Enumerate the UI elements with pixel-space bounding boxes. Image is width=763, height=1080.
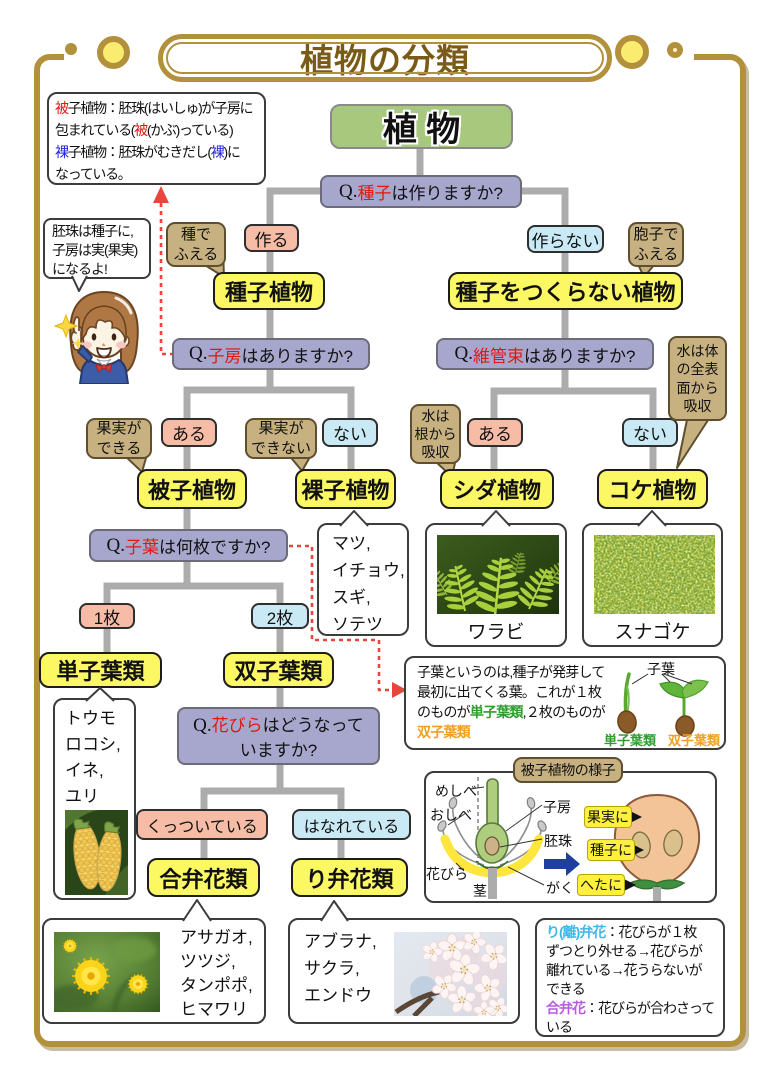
seedling-illustration — [617, 672, 709, 737]
branch-label-makes: 作る — [244, 224, 299, 252]
list-gymnosperm-examples: マツ, イチョウ, スギ, ソテツ — [317, 523, 409, 636]
seedling-dicot-label: 双子葉類 — [668, 733, 721, 748]
list-choripetalous-examples: アブラナ, サクラ, エンドウ — [304, 932, 377, 1005]
seedling-monocot-label: 単子葉類 — [604, 733, 657, 748]
moss-photo — [594, 535, 715, 614]
corn-photo — [65, 810, 128, 895]
deco-circle-big-left — [97, 36, 130, 69]
photo-card-fern: ワラビ — [425, 523, 567, 647]
deco-circle-big-right — [615, 35, 649, 69]
label-calyx: がく — [546, 880, 574, 896]
node-dicots: 双子葉類 — [223, 652, 334, 688]
question-petal-arrangement: Q.花びらはどうなって いますか? — [177, 707, 380, 765]
list-sympetalous-examples: アサガオ, ツツジ, タンポポ, ヒマワリ — [180, 928, 253, 1019]
note-petal-types: り(離)弁花：花びらが１枚 ずつとり外せる→花びらが 離れている→花うらないが … — [535, 918, 725, 1037]
branch-label-nai-right: ない — [622, 418, 678, 447]
node-choripetalous: り弁花類 — [291, 858, 408, 897]
label-stamen: おしべ — [430, 807, 472, 823]
title-banner-inner-border — [166, 42, 604, 74]
branch-label-does-not-make: 作らない — [527, 225, 604, 253]
speech-bubble-ovule: 胚珠は種子に, 子房は実(果実) になるよ! — [43, 218, 151, 279]
branch-label-one-leaf: 1枚 — [79, 603, 135, 629]
figure-angiosperm-card: めしべ おしべ 花びら 茎 子房 胚珠 がく 果実に 種子に へたに — [424, 771, 717, 903]
label-ovule: 胚珠 — [544, 833, 572, 849]
note-multiply-by-spore: 胞子で ふえる — [628, 222, 684, 267]
fern-photo-caption: ワラビ — [467, 622, 525, 643]
title-banner: 植物の分類 — [158, 34, 612, 82]
photo-card-moss: スナゴケ — [582, 523, 723, 647]
label-pistil: めしべ — [435, 783, 477, 799]
note-fruit-does-not-form: 果実が できない — [245, 418, 317, 459]
label-becomes-seed: 種子に — [587, 839, 635, 861]
branch-label-aru-right: ある — [467, 418, 523, 447]
branch-label-aru-left: ある — [161, 418, 217, 447]
branch-label-nai-left: ない — [322, 418, 378, 447]
list-sympetalous-card: アサガオ, ツツジ, タンポポ, ヒマワリ — [42, 918, 266, 1024]
question-makes-seeds: Q.種子は作りますか? — [320, 175, 522, 208]
note-seed-coat-definition: 被子植物：胚珠(はいしゅ)が子房に 包まれている(被(かぶ)っている) 裸子植物… — [47, 92, 266, 185]
list-monocot-examples: トウモ ロコシ, イネ, ユリ — [65, 709, 121, 806]
cherry-blossom-photo — [394, 932, 507, 1016]
label-petal: 花びら — [426, 866, 468, 882]
list-choripetalous-card: アブラナ, サクラ, エンドウ — [288, 918, 520, 1024]
moss-photo-caption: スナゴケ — [614, 622, 691, 643]
fern-photo — [437, 535, 559, 614]
node-mosses: コケ植物 — [597, 469, 708, 509]
branch-label-attached: くっついている — [136, 809, 268, 840]
node-angiosperms: 被子植物 — [137, 469, 247, 509]
question-how-many-cotyledons: Q.子葉は何枚ですか? — [89, 529, 288, 562]
label-becomes-calyx-end: へたに — [577, 874, 625, 896]
node-gymnosperms: 裸子植物 — [295, 469, 396, 509]
label-ovary: 子房 — [543, 799, 571, 815]
note-water-from-roots: 水は 根から 吸収 — [410, 404, 461, 464]
note-water-whole-surface: 水は体 の全表 面から 吸収 — [668, 336, 727, 421]
node-monocots: 単子葉類 — [39, 652, 162, 688]
deco-circle-small-left — [65, 43, 77, 55]
node-seed-plants: 種子植物 — [213, 272, 325, 310]
label-becomes-fruit: 果実に — [584, 806, 632, 828]
dandelion-photo — [54, 932, 160, 1012]
node-sympetalous: 合弁花類 — [147, 858, 260, 897]
question-has-vascular-bundle: Q.維管束はありますか? — [436, 338, 654, 370]
node-non-seed-plants: 種子をつくらない植物 — [448, 272, 683, 310]
figure-angiosperm-title: 被子植物の様子 — [513, 757, 623, 783]
list-monocot-examples-card: トウモ ロコシ, イネ, ユリ — [53, 698, 136, 900]
note-cotyledon-card: 子葉というのは,種子が発芽して 最初に出てくる葉。これが１枚 のものが単子葉類,… — [404, 656, 726, 750]
question-has-ovary: Q.子房はありますか? — [172, 338, 370, 370]
seedling-cotyledon-label: 子葉 — [647, 661, 675, 677]
node-ferns: シダ植物 — [440, 469, 554, 509]
branch-label-two-leaves: 2枚 — [251, 603, 309, 629]
node-plants: 植 物 — [330, 104, 513, 149]
branch-label-separate: はなれている — [292, 809, 411, 840]
note-cotyledon-text: 子葉というのは,種子が発芽して 最初に出てくる葉。これが１枚 のものが単子葉類,… — [417, 664, 606, 740]
teacher-girl-character — [69, 291, 139, 384]
note-multiply-by-seed: 種で ふえる — [166, 222, 226, 267]
label-stem: 茎 — [473, 883, 487, 899]
note-fruit-forms: 果実が できる — [86, 418, 152, 459]
deco-circle-small-right — [667, 42, 683, 58]
